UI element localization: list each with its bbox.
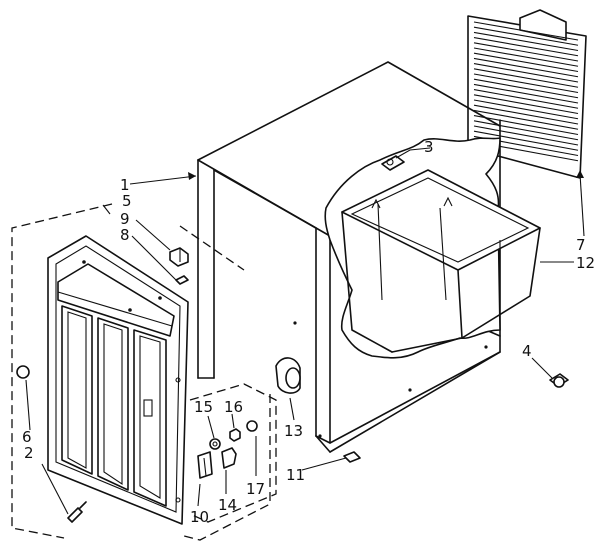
rear-grille bbox=[467, 9, 587, 179]
part-2-screw bbox=[67, 501, 87, 523]
grille-bar bbox=[473, 89, 579, 109]
grille-bar bbox=[473, 115, 579, 136]
controls-sub-box bbox=[189, 383, 277, 523]
grille-bar bbox=[473, 21, 579, 41]
part-8-screw bbox=[175, 275, 189, 285]
callout-10: 10 bbox=[190, 508, 209, 526]
callout-17: 17 bbox=[246, 480, 265, 498]
callout-6: 6 bbox=[22, 428, 32, 446]
callout-13: 13 bbox=[284, 422, 303, 440]
leader-lines bbox=[25, 147, 585, 515]
cabinet-shell bbox=[197, 61, 501, 453]
part-9-knob bbox=[169, 247, 189, 267]
part-14-contact bbox=[221, 447, 237, 469]
part-6-plug bbox=[16, 365, 30, 379]
callout-14: 14 bbox=[218, 496, 237, 514]
part-15-spring bbox=[209, 438, 221, 450]
grille-bar bbox=[473, 125, 579, 146]
grille-bar bbox=[473, 68, 579, 88]
callout-3: 3 bbox=[424, 138, 434, 156]
callout-15: 15 bbox=[194, 398, 213, 416]
grille-bar bbox=[473, 109, 579, 130]
grille-bar bbox=[473, 99, 579, 120]
grille-bar bbox=[473, 83, 579, 104]
grille-bar bbox=[473, 73, 579, 94]
callout-9: 9 bbox=[120, 210, 130, 228]
callout-11: 11 bbox=[286, 466, 305, 484]
part-4-cap bbox=[549, 373, 569, 388]
callout-5: 5 bbox=[122, 192, 132, 210]
part-10-switch bbox=[197, 451, 213, 479]
part-13-cover bbox=[275, 357, 301, 394]
part-11-screw bbox=[343, 451, 361, 463]
grille-bar bbox=[473, 63, 579, 83]
grille-bar bbox=[473, 57, 579, 78]
callout-16: 16 bbox=[224, 398, 243, 416]
part-17-button bbox=[246, 420, 258, 432]
callout-4: 4 bbox=[522, 342, 532, 360]
callout-1: 1 bbox=[120, 176, 130, 194]
grille-bar bbox=[473, 130, 579, 151]
grille-bar bbox=[473, 31, 579, 52]
grille-bar bbox=[473, 52, 579, 73]
callout-2: 2 bbox=[24, 444, 34, 462]
grille-bar bbox=[473, 26, 579, 46]
grille-bar bbox=[473, 94, 579, 115]
grille-bar bbox=[473, 37, 579, 57]
front-panel bbox=[47, 235, 189, 525]
grille-bar bbox=[473, 120, 579, 141]
callout-8: 8 bbox=[120, 226, 130, 244]
part-16-nut bbox=[229, 428, 241, 442]
grille-bar bbox=[473, 104, 579, 125]
callout-12: 12 bbox=[576, 254, 595, 272]
callout-labels: 1 2 3 4 5 6 7 8 9 10 11 12 13 14 15 16 1… bbox=[22, 138, 595, 526]
grille-bar bbox=[473, 42, 579, 62]
front-panel-assembly-box bbox=[11, 203, 271, 541]
grille-bar bbox=[473, 78, 579, 99]
grille-bar bbox=[473, 47, 579, 67]
callout-7: 7 bbox=[576, 236, 586, 254]
drip-tray bbox=[341, 169, 541, 353]
part-3-clip bbox=[381, 155, 405, 171]
